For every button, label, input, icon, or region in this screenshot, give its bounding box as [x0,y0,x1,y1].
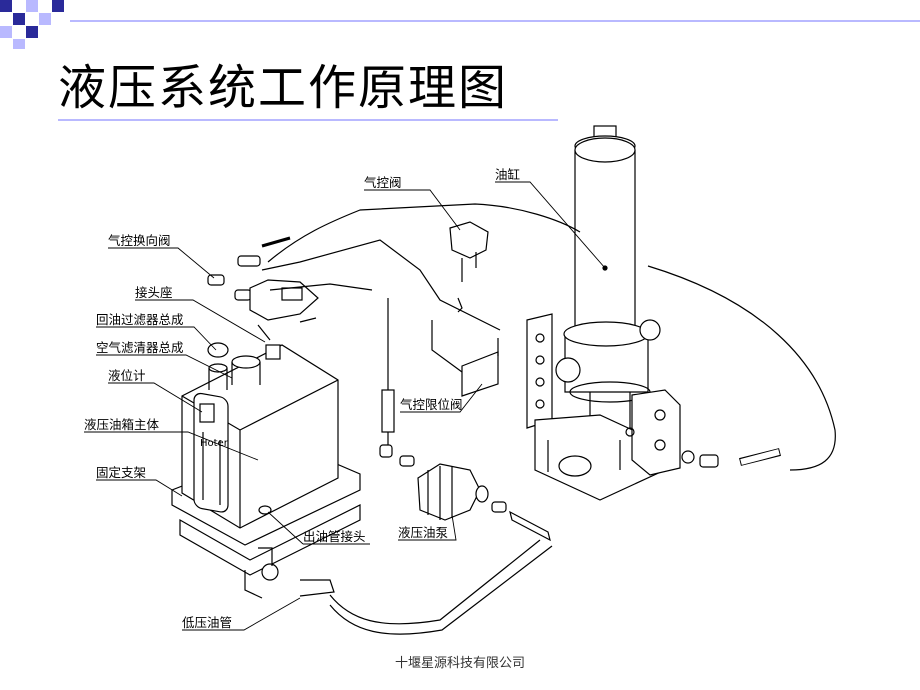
label-low-pressure-pipe: 低压油管 [182,615,232,630]
label-air-filter: 空气滤清器总成 [96,340,184,355]
label-cylinder: 油缸 [495,167,520,182]
title-underline [58,119,558,121]
label-level-gauge: 液位计 [108,368,146,383]
oil-tank: Hoter [171,342,361,546]
oil-cylinder [555,125,661,460]
hoses [244,203,836,635]
decorative-squares [0,0,920,49]
page-title: 液压系统工作原理图 [58,60,509,116]
pneumatic-valve [449,221,489,313]
reversing-valve [207,236,319,341]
label-limit-valve: 气控限位阀 [400,397,463,412]
label-fixed-bracket: 固定支架 [96,465,146,480]
label-pneumatic-valve: 气控阀 [364,175,402,190]
leader-lines [84,181,606,631]
cylinder-mount [526,313,681,501]
label-return-filter: 回油过滤器总成 [96,312,184,327]
tank-badge: Hoter [200,438,229,449]
label-hydraulic-pump: 液压油泵 [398,525,448,540]
limit-valve [461,351,499,397]
fixed-bracket [179,504,361,576]
hydraulic-pump [417,463,489,521]
label-reversing-valve: 气控换向阀 [108,233,171,248]
fittings [261,444,781,597]
footer-company: 十堰星源科技有限公司 [394,656,525,671]
label-joint-seat: 接头座 [135,285,173,300]
label-outlet-joint: 出油管接头 [303,529,366,544]
label-tank-body: 液压油箱主体 [84,417,160,432]
